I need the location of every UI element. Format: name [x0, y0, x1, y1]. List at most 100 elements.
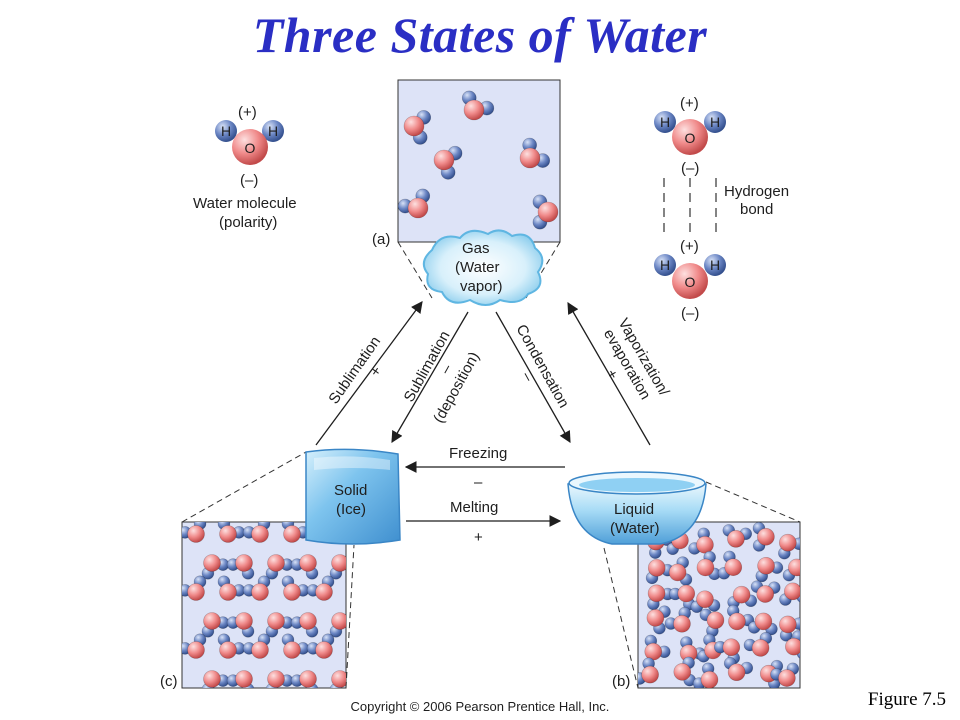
- oxygen-atom: [779, 615, 797, 634]
- hydrogen-atom: [355, 617, 367, 629]
- oxygen-atom: [187, 641, 205, 659]
- panel-label-c: (c): [160, 673, 178, 690]
- oxygen-atom: [696, 590, 714, 609]
- oxygen-atom: [647, 559, 666, 577]
- oxygen-atom: [785, 637, 800, 656]
- water-bowl: Liquid (Water): [567, 471, 707, 545]
- oxygen-atom: [433, 149, 455, 171]
- hydrogen-symbol: H: [221, 123, 231, 139]
- water-molecule-polarity: (+) H H O (–) Water molecule (polarity): [193, 104, 297, 231]
- oxygen-atom: [299, 612, 317, 630]
- ice-cube: Solid (Ice): [305, 448, 401, 545]
- bond-bottom-positive: (+): [680, 238, 699, 255]
- oxygen-atom: [364, 613, 381, 630]
- hydrogen-atom: [704, 111, 726, 133]
- oxygen-atom: [251, 583, 269, 601]
- oxygen-atom: [727, 530, 745, 548]
- oxygen-atom: [403, 115, 425, 137]
- copyright-notice: Copyright © 2006 Pearson Prentice Hall, …: [350, 699, 610, 714]
- hydrogen-atom: [654, 111, 676, 133]
- oxygen-atom: [779, 533, 797, 552]
- oxygen-atom: [778, 669, 796, 687]
- condensation-label: Condensation: [513, 322, 573, 411]
- hydrogen-atom: [355, 559, 367, 571]
- oxygen-atom: [668, 563, 687, 582]
- hydrogen-symbol: H: [710, 114, 720, 130]
- hydrogen-atom: [344, 560, 346, 569]
- oxygen-atom: [267, 554, 285, 572]
- oxygen-atom: [673, 663, 692, 681]
- page-title: Three States of Water: [252, 7, 708, 63]
- oxygen-atom: [519, 147, 541, 169]
- liquid-label-line1: Liquid: [614, 501, 654, 518]
- sublimation-arrow: [315, 301, 423, 446]
- oxygen-atom: [756, 585, 775, 603]
- oxygen-atom: [696, 558, 715, 577]
- oxygen-atom: [722, 638, 741, 657]
- oxygen-atom: [219, 525, 237, 543]
- bond-top-positive: (+): [680, 95, 699, 112]
- oxygen-atom: [187, 583, 205, 601]
- oxygen-atom: [187, 525, 205, 543]
- melting-sign: +: [474, 529, 483, 546]
- oxygen-atom: [219, 641, 237, 659]
- oxygen-symbol: O: [245, 140, 256, 156]
- solid-panel: (c): [160, 451, 382, 690]
- oxygen-atom: [757, 557, 775, 575]
- solid-label-line2: (Ice): [336, 501, 366, 518]
- oxygen-atom: [647, 584, 666, 603]
- solid-label-line1: Solid: [334, 482, 367, 499]
- vaporization-arrow: [567, 301, 651, 446]
- oxygen-atom: [407, 197, 429, 219]
- oxygen-atom: [646, 609, 665, 627]
- hydrogen-atom: [370, 625, 382, 637]
- oxygen-atom: [331, 612, 346, 630]
- oxygen-atom: [283, 641, 301, 659]
- hydrogen-atom: [355, 675, 367, 687]
- hydrogen-atom: [799, 572, 800, 575]
- molecule-caption-line1: Water molecule: [193, 195, 297, 212]
- condensation-sign: –: [518, 369, 537, 385]
- oxygen-atom: [754, 612, 773, 631]
- oxygen-atom: [251, 641, 269, 659]
- liquid-label-line2: (Water): [610, 520, 659, 537]
- oxygen-atom: [724, 558, 743, 576]
- oxygen-atom: [235, 554, 253, 572]
- oxygen-atom: [315, 641, 333, 659]
- oxygen-atom: [784, 582, 800, 601]
- melting-label: Melting: [450, 499, 498, 516]
- oxygen-atom: [672, 263, 708, 299]
- oxygen-atom: [283, 525, 301, 543]
- oxygen-atom: [348, 642, 365, 659]
- oxygen-atom: [267, 670, 285, 688]
- panel-label-a: (a): [372, 231, 390, 248]
- oxygen-atom: [732, 585, 751, 604]
- hydrogen-atom: [654, 254, 676, 276]
- oxygen-atom: [299, 670, 317, 688]
- oxygen-atom: [537, 201, 559, 223]
- liquid-panel: (b): [603, 481, 801, 690]
- hydrogen-atom: [344, 618, 346, 627]
- oxygen-atom: [672, 119, 708, 155]
- bond-top-negative: (–): [681, 160, 699, 177]
- bond-bottom-negative: (–): [681, 305, 699, 322]
- hydrogen-atom: [215, 120, 237, 142]
- oxygen-atom: [696, 535, 714, 554]
- oxygen-atom: [203, 670, 221, 688]
- liquid-molecules: [638, 522, 800, 688]
- gas-cloud: Gas (Water vapor): [422, 229, 544, 306]
- oxygen-atom: [700, 670, 719, 688]
- oxygen-atom: [235, 670, 253, 688]
- oxygen-atom: [331, 554, 346, 572]
- oxygen-atom: [232, 129, 268, 165]
- oxygen-atom: [219, 583, 237, 601]
- oxygen-atom: [728, 612, 746, 631]
- hydrogen-bond-line1: Hydrogen: [724, 183, 789, 200]
- sublimation-sign: +: [366, 363, 385, 380]
- oxygen-atom: [331, 670, 346, 688]
- gas-label-line1: Gas: [462, 240, 490, 257]
- oxygen-atom: [251, 525, 269, 543]
- hydrogen-symbol: H: [268, 123, 278, 139]
- deposition-arrow: [391, 311, 469, 444]
